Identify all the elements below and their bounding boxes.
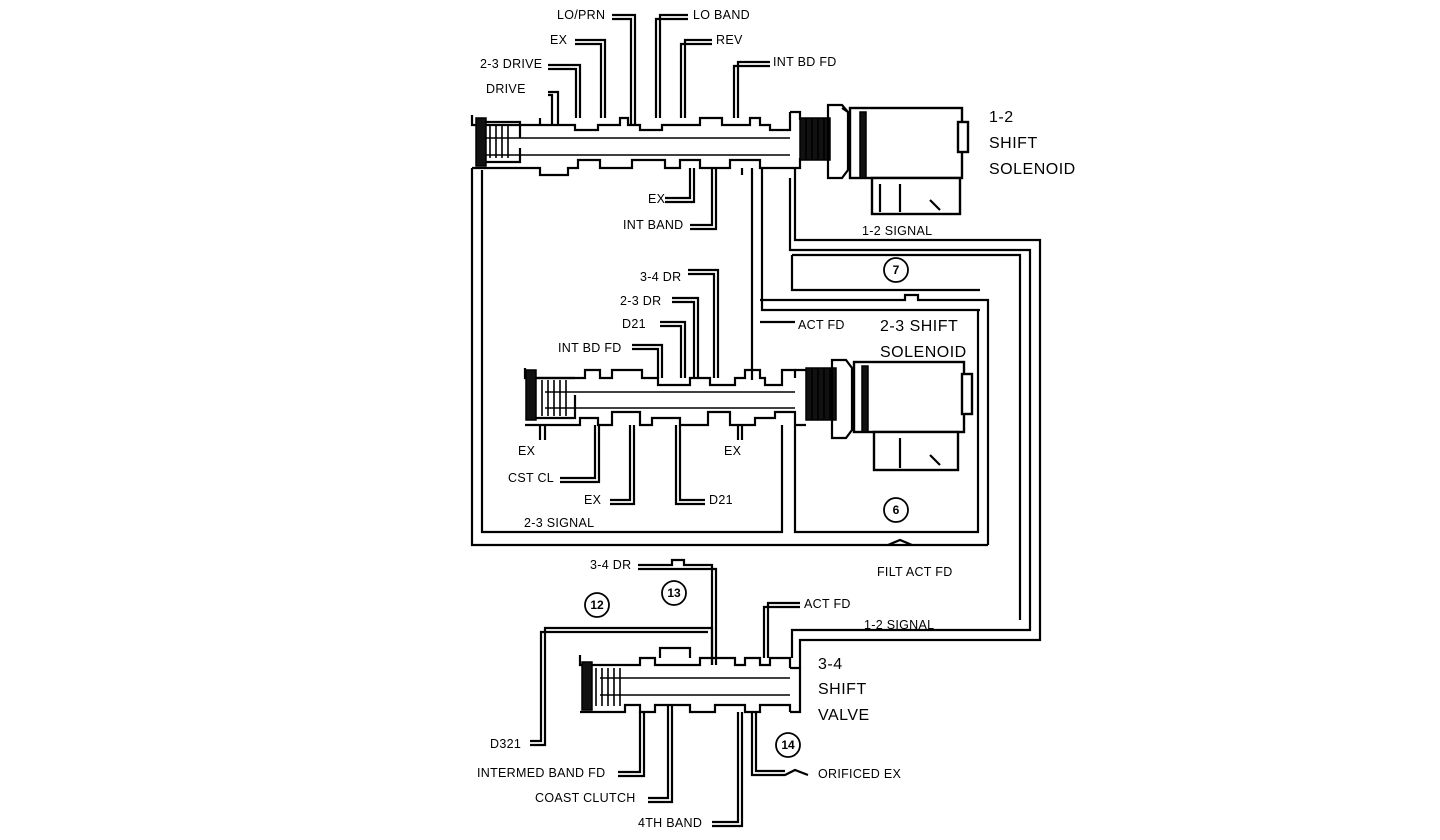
label-d21-lower: D21 — [709, 493, 733, 507]
label-cst-cl: CST CL — [508, 471, 554, 485]
label-rev: REV — [716, 33, 743, 47]
label-ex-left: EX — [518, 444, 536, 458]
hydraulic-lines — [470, 13, 1042, 828]
circle-13: 13 — [661, 580, 687, 606]
label-int-bd-fd-mid: INT BD FD — [558, 341, 622, 355]
circle-14-number: 14 — [781, 738, 795, 752]
title-valve-34-line2: SHIFT — [818, 681, 867, 698]
circle-12: 12 — [584, 592, 610, 618]
title-valve-34-line1: 3-4 — [818, 656, 843, 673]
valve-23-body — [523, 367, 837, 427]
label-ex-top: EX — [550, 33, 568, 47]
label-act-fd-mid: ACT FD — [798, 318, 845, 332]
label-int-bd-fd-top: INT BD FD — [773, 55, 837, 69]
label-filt-act-fd: FILT ACT FD — [877, 565, 953, 579]
label-1-2-signal-low: 1-2 SIGNAL — [864, 618, 934, 632]
label-2-3-dr: 2-3 DR — [620, 294, 661, 308]
label-ex-bottom: EX — [584, 493, 602, 507]
label-1-2-signal-top: 1-2 SIGNAL — [862, 224, 932, 238]
circle-6-number: 6 — [893, 503, 900, 517]
label-orificed-ex: ORIFICED EX — [818, 767, 902, 781]
solenoid-23 — [830, 358, 974, 472]
title-solenoid-23-line2: SOLENOID — [880, 344, 967, 361]
label-3-4-dr-low: 3-4 DR — [590, 558, 631, 572]
valve-12-body — [470, 110, 831, 177]
label-intermed-band-fd: INTERMED BAND FD — [477, 766, 605, 780]
port-labels: LO/PRN LO BAND EX REV 2-3 DRIVE INT BD F… — [477, 8, 953, 830]
label-lo-band: LO BAND — [693, 8, 750, 22]
label-lo-prn: LO/PRN — [557, 8, 605, 22]
label-ex-mid: EX — [648, 192, 666, 206]
label-d21-upper: D21 — [622, 317, 646, 331]
label-int-band: INT BAND — [623, 218, 684, 232]
circle-6: 6 — [883, 497, 909, 523]
label-drive: DRIVE — [486, 82, 526, 96]
circle-7-number: 7 — [893, 263, 900, 277]
label-3-4-dr-mid: 3-4 DR — [640, 270, 681, 284]
title-valve-34-line3: VALVE — [818, 707, 870, 724]
title-solenoid-23-line1: 2-3 SHIFT — [880, 318, 958, 335]
label-4th-band: 4TH BAND — [638, 816, 702, 830]
label-coast-clutch: COAST CLUTCH — [535, 791, 636, 805]
circle-14: 14 — [775, 732, 801, 758]
circle-13-number: 13 — [667, 586, 681, 600]
label-d321: D321 — [490, 737, 521, 751]
component-titles: 1-2 SHIFT SOLENOID 2-3 SHIFT SOLENOID 3-… — [818, 109, 1076, 724]
reference-circles: 7 6 12 13 14 — [584, 257, 909, 758]
label-2-3-signal: 2-3 SIGNAL — [524, 516, 594, 530]
label-ex-right: EX — [724, 444, 742, 458]
title-solenoid-12-line3: SOLENOID — [989, 161, 1076, 178]
solenoid-12 — [826, 103, 970, 216]
title-solenoid-12-line2: SHIFT — [989, 135, 1038, 152]
valve-34-body — [578, 655, 802, 714]
circle-12-number: 12 — [590, 598, 604, 612]
label-act-fd-low: ACT FD — [804, 597, 851, 611]
title-solenoid-12-line1: 1-2 — [989, 109, 1014, 126]
circle-7: 7 — [883, 257, 909, 283]
label-2-3-drive: 2-3 DRIVE — [480, 57, 542, 71]
